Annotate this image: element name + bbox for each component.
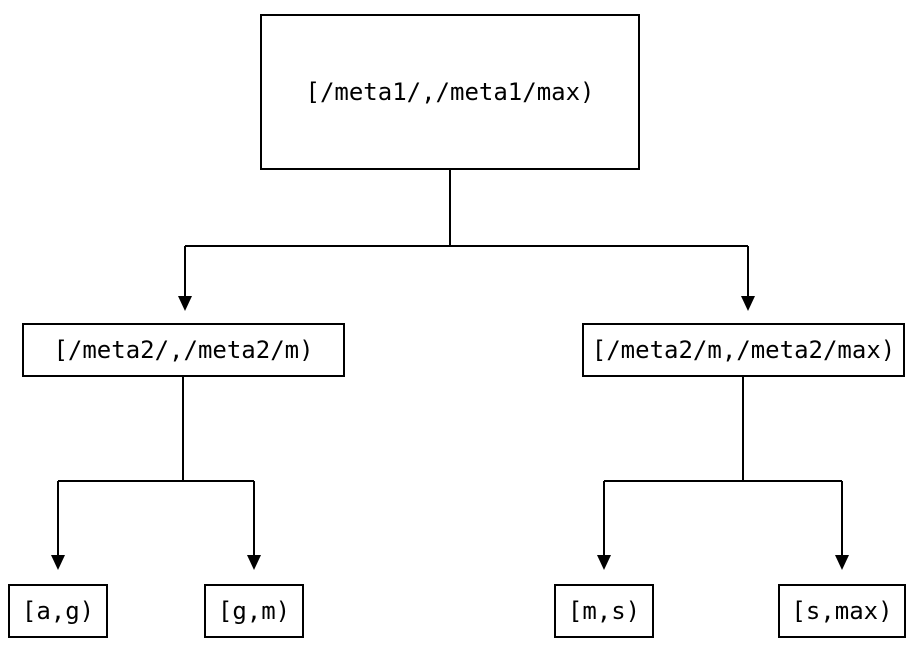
arrowhead-to-leaf-smax: [835, 555, 849, 570]
node-leaf-ms: [m,s): [554, 584, 654, 638]
arrowhead-to-mid-left: [178, 296, 192, 311]
arrowhead-to-leaf-gm: [247, 555, 261, 570]
node-leaf-ms-label: [m,s): [567, 597, 641, 625]
arrowhead-to-leaf-ms: [597, 555, 611, 570]
arrowhead-to-mid-right: [741, 296, 755, 311]
edge-mid-right-to-children: [603, 377, 843, 556]
node-leaf-ag: [a,g): [8, 584, 108, 638]
node-mid-left-range: [/meta2/,/meta2/m): [22, 323, 345, 377]
edge-mid-left-to-children: [57, 377, 255, 556]
node-mid-right-label: [/meta2/m,/meta2/max): [591, 336, 896, 364]
node-leaf-smax-label: [s,max): [791, 597, 893, 625]
node-leaf-smax: [s,max): [778, 584, 906, 638]
node-mid-left-label: [/meta2/,/meta2/m): [53, 336, 314, 364]
node-leaf-ag-label: [a,g): [21, 597, 95, 625]
node-leaf-gm-label: [g,m): [217, 597, 291, 625]
arrowhead-to-leaf-ag: [51, 555, 65, 570]
node-mid-right-range: [/meta2/m,/meta2/max): [582, 323, 905, 377]
node-leaf-gm: [g,m): [204, 584, 304, 638]
node-root-label: [/meta1/,/meta1/max): [305, 78, 595, 106]
edge-root-to-children: [184, 170, 749, 297]
node-root-range: [/meta1/,/meta1/max): [260, 14, 640, 170]
